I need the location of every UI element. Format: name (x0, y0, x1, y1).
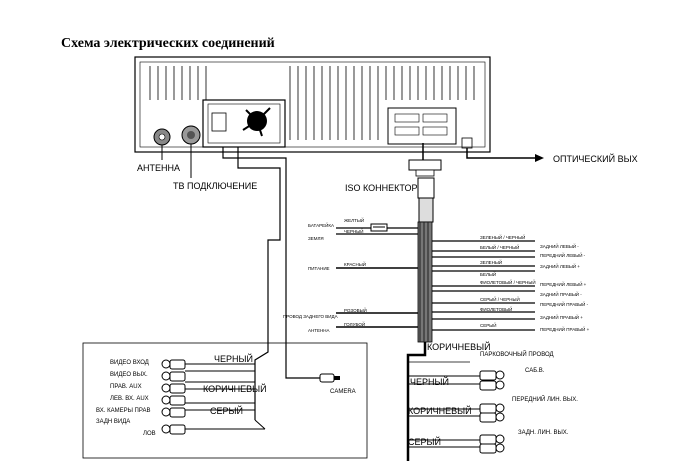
brown-wire-label: КОРИЧНЕВЫЙ (427, 342, 491, 352)
wire-color-6: ФИОЛЕТОВЫЙ / ЧЕРНЫЙ (480, 280, 536, 285)
rear-line-out-label: ЗАДН. ЛИН. ВЫХ. (518, 430, 569, 436)
rca-plug-icon (479, 443, 505, 454)
rear-view-label: ЗАДН ВИДА (96, 419, 131, 425)
speaker-fr-minus: ПЕРЕДНИЙ ПРАВЫЙ - (540, 302, 589, 307)
wire-color-2: БЕЛЫЙ / ЧЕРНЫЙ (480, 245, 520, 250)
rca-plug-icon (479, 434, 505, 445)
av-box-wires (185, 345, 269, 430)
wire-color-9: ФИОЛЕТОВЫЙ (480, 307, 513, 312)
av-black-label: ЧЕРНЫЙ (214, 354, 253, 364)
ground-label: ЗЕМЛЯ (308, 236, 324, 241)
video-in-label: ВИДЕО ВХОД (110, 360, 149, 366)
rca-plugs-left (161, 359, 186, 435)
speaker-rl-minus: ЗАДНИЙ ЛЕВЫЙ - (540, 244, 579, 249)
camera-in-label: ВХ. КАМЕРЫ ПРАВ (96, 408, 151, 414)
rca-plug-icon (479, 412, 505, 423)
speaker-rr-plus: ЗАДНИЙ ПРАВЫЙ + (540, 315, 583, 320)
head-unit-panel (134, 56, 491, 153)
fuse-icon (370, 223, 388, 232)
wire-color-4: ЗЕЛЕНЫЙ (480, 260, 503, 265)
rca-plug-icon (479, 403, 505, 414)
camera-plug-icon (319, 373, 340, 383)
br-grey-label: СЕРЫЙ (408, 437, 441, 447)
parking-wire-label: ПАРКОВОЧНЫЙ ПРОВОД (480, 352, 554, 358)
right-wires (432, 240, 535, 331)
wire-color-1: ЗЕЛЕНЫЙ / ЧЕРНЫЙ (480, 235, 526, 240)
antenna-jack-icon (153, 128, 171, 146)
bottom-right-harness (406, 342, 480, 461)
wire-color-11: СЕРЫЙ (480, 323, 497, 328)
rca-plug-icon (161, 359, 186, 370)
battery-label: БАТАРЕЙКА (308, 223, 334, 228)
rca-plug-icon (161, 395, 186, 406)
front-line-out-label: ПЕРЕДНИЙ ЛИН. ВЫХ. (512, 397, 578, 403)
rca-plug-icon (479, 380, 505, 391)
battery-color: ЖЕЛТЫЙ (344, 218, 365, 223)
antenna-wire-color: ГОЛУБОЙ (344, 322, 366, 327)
power-label: ПИТАНИЕ (308, 266, 330, 271)
rca-plug-icon (161, 383, 186, 394)
speaker-rl-plus: ЗАДНИЙ ЛЕВЫЙ + (540, 264, 580, 269)
av-grey-label: СЕРЫЙ (210, 406, 243, 416)
br-black-label: ЧЕРНЫЙ (410, 377, 449, 387)
ground-color: ЧЕРНЫЙ (344, 229, 364, 234)
aux-right-label: ПРАВ. AUX (110, 384, 142, 390)
br-brown-label: КОРИЧНЕВЫЙ (408, 406, 472, 416)
wire-color-8: СЕРЫЙ / ЧЕРНЫЙ (480, 297, 520, 302)
diagram-title: Схема электрических соединений (61, 36, 275, 51)
rca-plug-icon (161, 407, 186, 418)
reverse-color: РОЗОВЫЙ (344, 308, 367, 313)
lov-label: ЛОВ (143, 431, 156, 437)
antenna-wire-label: АНТЕННА (308, 328, 330, 333)
speaker-fr-plus: ПЕРЕДНИЙ ПРАВЫЙ + (540, 327, 590, 332)
aux-left-label: ЛЕВ. ВХ. AUX (110, 396, 149, 402)
optical-out-label: ОПТИЧЕСКИЙ ВЫХ (553, 154, 638, 164)
rca-plug-icon (161, 424, 186, 435)
video-out-label: ВИДЕО ВЫХ. (110, 372, 148, 378)
fan-icon (242, 107, 271, 137)
power-color: КРАСНЫЙ (344, 262, 366, 267)
reverse-label: ПРОВОД ЗАДНЕГО ВИДА (283, 314, 338, 319)
av-brown-label: КОРИЧНЕВЫЙ (203, 384, 267, 394)
speaker-fl-plus: ПЕРЕДНИЙ ЛЕВЫЙ + (540, 282, 587, 287)
wire-color-5: БЕЛЫЙ (480, 272, 497, 277)
iso-connector-label: ISO КОННЕКТОР (345, 183, 418, 193)
subwoofer-label: САБ.В. (525, 368, 545, 374)
tv-jack-icon (181, 125, 201, 145)
rca-plugs-right (479, 370, 505, 454)
speaker-fl-minus: ПЕРЕДНИЙ ЛЕВЫЙ - (540, 253, 586, 258)
rca-plug-icon (161, 371, 186, 382)
optical-out-line (466, 148, 544, 162)
panel-vents (149, 66, 475, 140)
tv-connection-label: ТВ ПОДКЛЮЧЕНИЕ (173, 181, 258, 191)
speaker-rr-minus: ЗАДНИЙ ПРАВЫЙ - (540, 292, 582, 297)
iso-connector (408, 143, 442, 343)
camera-label: CAMERA (330, 389, 356, 395)
antenna-label: АНТЕННА (137, 163, 181, 173)
av-box (82, 342, 368, 459)
rca-plug-icon (479, 370, 505, 381)
av-cable (222, 147, 320, 379)
